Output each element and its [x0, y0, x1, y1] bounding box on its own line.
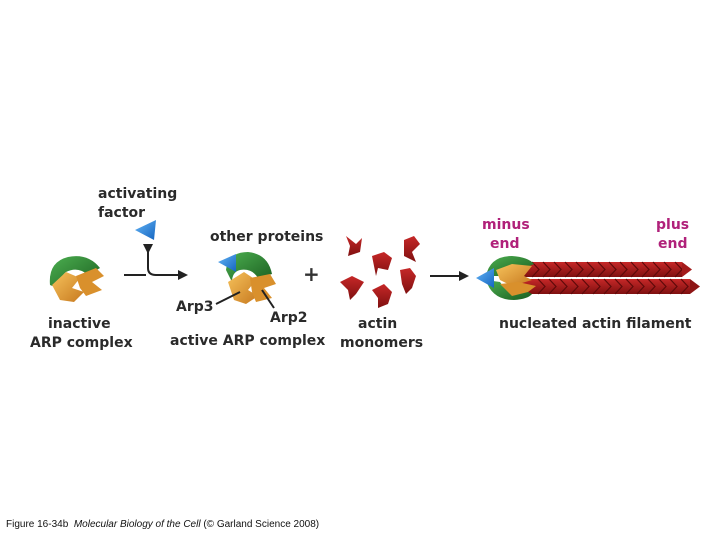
actin-monomer: [400, 268, 416, 294]
actin-monomer: [372, 284, 392, 308]
actin-subunit-chevron: [636, 278, 645, 295]
inactive-label-line2: ARP complex: [30, 335, 133, 351]
filament-bottom-strand: [520, 279, 690, 294]
actin-subunit-chevron: [641, 261, 650, 278]
arp2-subunit: [76, 268, 104, 296]
minus-label-line1: minus: [482, 217, 530, 233]
caption-figure-number: Figure 16-34b: [6, 519, 69, 530]
actin-subunit-chevron: [542, 261, 551, 278]
actin-subunit-chevron: [663, 261, 672, 278]
minus-end-label: minus end: [482, 217, 535, 252]
filament-bottom-tip: [690, 279, 700, 294]
nucleated-filament-label: nucleated actin filament: [499, 316, 692, 332]
actin-subunit-chevron: [537, 278, 546, 295]
activating-factor-label: activating factor: [98, 186, 182, 221]
activating-factor-line1: activating: [98, 186, 177, 202]
inactive-label-line1: inactive: [48, 316, 111, 332]
figure-caption: Figure 16-34b Molecular Biology of the C…: [6, 519, 319, 530]
actin-subunit-chevron: [592, 278, 601, 295]
filament-top-tip: [682, 262, 692, 277]
active-arp-green-cap: [226, 252, 272, 282]
activation-arrow: [124, 246, 180, 276]
actin-subunit-chevron: [559, 278, 568, 295]
polymerization-arrowhead: [459, 271, 469, 281]
actin-monomers: [340, 236, 420, 308]
filament-arp2-subunit: [500, 282, 536, 296]
actin-subunit-chevron: [531, 261, 540, 278]
filament-activator-icon: [476, 268, 494, 288]
active-arp2-subunit: [250, 274, 276, 302]
active-arp-complex: [218, 252, 276, 304]
actin-monomers-label: actin monomers: [340, 316, 423, 351]
actin-subunit-chevron: [614, 278, 623, 295]
actin-monomer: [340, 276, 364, 300]
actin-subunit-chevron: [570, 278, 579, 295]
caption-book-title: Molecular Biology of the Cell: [73, 519, 201, 530]
factor-arrowhead: [143, 244, 153, 254]
plus-end-label: plus end: [656, 217, 694, 252]
actin-monomer: [372, 252, 392, 276]
active-complex-label: active ARP complex: [170, 333, 325, 349]
actin-subunit-chevron: [669, 278, 678, 295]
arp3-pointer: [215, 291, 241, 305]
actin-subunit-chevron: [548, 278, 557, 295]
actin-subunit-chevron: [619, 261, 628, 278]
filament-top-strand: [520, 262, 682, 277]
activating-factor-icon: [135, 220, 156, 240]
nucleated-actin-filament: [476, 256, 700, 300]
inactive-complex-label: inactive ARP complex: [30, 316, 133, 351]
arp-green-cap: [49, 256, 100, 290]
arp3-subunit: [52, 272, 84, 302]
actin-subunit-chevron: [603, 278, 612, 295]
actin-monomer: [346, 236, 362, 256]
other-proteins-label: other proteins: [210, 229, 323, 245]
activation-arrowhead: [178, 270, 188, 280]
actin-subunit-chevron: [553, 261, 562, 278]
inactive-arp-complex: [49, 256, 104, 302]
actin-subunit-chevron: [575, 261, 584, 278]
actin-label-line2: monomers: [340, 335, 423, 351]
actin-subunit-chevron: [680, 278, 689, 295]
plus-sign: +: [303, 262, 320, 286]
actin-subunit-chevron: [647, 278, 656, 295]
caption-credit: (© Garland Science 2008): [203, 519, 320, 530]
actin-subunit-chevron: [597, 261, 606, 278]
minus-label-line2: end: [490, 236, 519, 252]
actin-subunit-chevron: [658, 278, 667, 295]
arp2-label: Arp2: [270, 310, 308, 326]
actin-subunit-chevron: [581, 278, 590, 295]
plus-label-line1: plus: [656, 217, 689, 233]
actin-subunit-chevron: [630, 261, 639, 278]
plus-label-line2: end: [658, 236, 687, 252]
actin-subunit-chevron: [652, 261, 661, 278]
arp3-label: Arp3: [176, 299, 214, 315]
filament-arp3-subunit: [496, 264, 532, 286]
actin-subunit-chevron: [608, 261, 617, 278]
arp2-pointer: [261, 289, 275, 309]
bound-activator-icon: [218, 254, 236, 272]
actin-label-line1: actin: [358, 316, 397, 332]
actin-subunit-chevron: [586, 261, 595, 278]
actin-subunit-chevron: [625, 278, 634, 295]
activating-factor-line2: factor: [98, 205, 145, 221]
actin-subunit-chevron: [564, 261, 573, 278]
actin-monomer: [404, 236, 420, 262]
